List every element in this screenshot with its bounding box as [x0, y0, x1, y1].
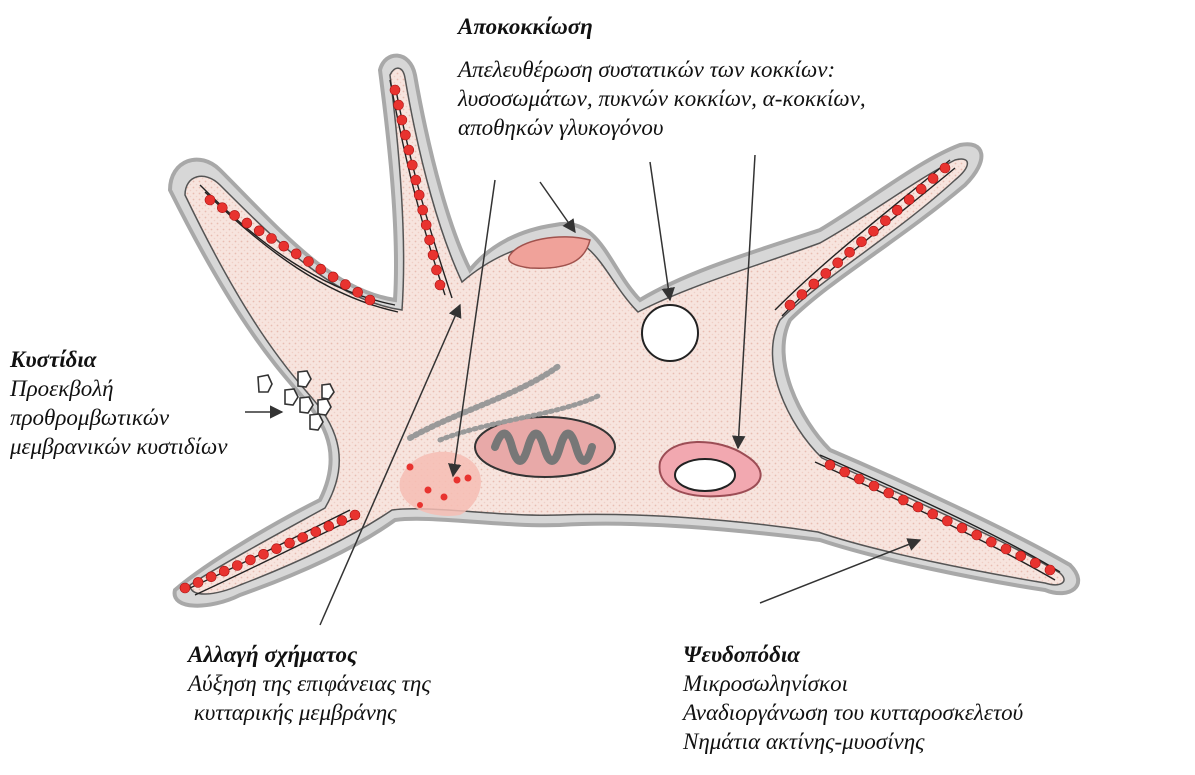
- pseudopodia-line-3: Νημάτια ακτίνης-μυοσίνης: [683, 727, 1023, 756]
- vesicles-line-1: Προεκβολή: [10, 374, 227, 403]
- microtubule-bead: [809, 279, 819, 289]
- microtubule-bead: [254, 226, 264, 236]
- microtubule-bead: [219, 566, 229, 576]
- vacuole-white: [675, 459, 735, 491]
- microtubule-bead: [1045, 565, 1055, 575]
- microtubule-bead: [913, 502, 923, 512]
- microtubule-bead: [869, 226, 879, 236]
- microtubule-bead: [400, 130, 410, 140]
- degranulation-line-2: λυσοσωμάτων, πυκνών κοκκίων, α-κοκκίων,: [458, 84, 866, 113]
- microtubule-bead: [845, 247, 855, 257]
- microtubule-bead: [840, 467, 850, 477]
- microtubule-bead: [785, 300, 795, 310]
- microtubule-bead: [217, 203, 227, 213]
- pseudopodia-line-2: Αναδιοργάνωση του κυτταροσκελετού: [683, 698, 1023, 727]
- microtubule-bead: [328, 272, 338, 282]
- degranulation-line-3: αποθηκών γλυκογόνου: [458, 113, 866, 142]
- microtubule-bead: [205, 195, 215, 205]
- pseudopodia-title: Ψευδοπόδια: [683, 640, 1023, 669]
- microtubule-bead: [1001, 544, 1011, 554]
- microtubule-bead: [1030, 558, 1040, 568]
- degranulation-title: Αποκοκκίωση: [458, 12, 866, 41]
- vesicles-line-3: μεμβρανικών κυστιδίων: [10, 432, 227, 461]
- microtubule-bead: [928, 174, 938, 184]
- microtubule-bead: [421, 220, 431, 230]
- microtubule-bead: [350, 510, 360, 520]
- microtubule-bead: [232, 561, 242, 571]
- release-vesicle: [642, 305, 698, 361]
- microtubule-bead: [242, 218, 252, 228]
- shape-change-line-2: κυτταρικής μεμβράνης: [188, 698, 431, 727]
- microtubule-bead: [311, 527, 321, 537]
- vesicles-line-2: προθρομβωτικών: [10, 403, 227, 432]
- microtubule-bead: [428, 250, 438, 260]
- microtubule-bead: [898, 495, 908, 505]
- label-degranulation: Αποκοκκίωση Απελευθέρωση συστατικών των …: [458, 12, 866, 142]
- microtubule-bead: [854, 474, 864, 484]
- microtubule-bead: [394, 100, 404, 110]
- shape-change-title: Αλλαγή σχήματος: [188, 640, 431, 669]
- shape-change-line-1: Αύξηση της επιφάνειας της: [188, 669, 431, 698]
- microtubule-bead: [407, 160, 417, 170]
- label-shape-change: Αλλαγή σχήματος Αύξηση της επιφάνειας τη…: [188, 640, 431, 727]
- microtubule-bead: [857, 237, 867, 247]
- microtubule-bead: [259, 549, 269, 559]
- microtubule-bead: [986, 537, 996, 547]
- label-pseudopodia: Ψευδοπόδια Μικροσωληνίσκοι Αναδιοργάνωση…: [683, 640, 1023, 756]
- microtubule-bead: [206, 572, 216, 582]
- microtubule-bead: [942, 516, 952, 526]
- microtubule-bead: [432, 265, 442, 275]
- microtubule-bead: [316, 264, 326, 274]
- microtubule-bead: [340, 280, 350, 290]
- microtubule-bead: [324, 521, 334, 531]
- microtubule-bead: [291, 249, 301, 259]
- microtubule-bead: [285, 538, 295, 548]
- microtubule-bead: [353, 287, 363, 297]
- microtubule-bead: [869, 481, 879, 491]
- microtubule-bead: [279, 241, 289, 251]
- microtubule-bead: [404, 145, 414, 155]
- microtubule-bead: [957, 523, 967, 533]
- microtubule-bead: [435, 280, 445, 290]
- microtubule-bead: [972, 530, 982, 540]
- vesicles-title: Κυστίδια: [10, 345, 227, 374]
- microtubule-bead: [880, 216, 890, 226]
- microtubule-bead: [821, 268, 831, 278]
- microtubule-bead: [825, 460, 835, 470]
- microtubule-bead: [298, 533, 308, 543]
- microtubule-bead: [414, 190, 424, 200]
- microtubule-bead: [337, 516, 347, 526]
- microtubule-bead: [797, 290, 807, 300]
- microtubule-bead: [833, 258, 843, 268]
- microtubule-bead: [418, 205, 428, 215]
- microtubule-bead: [892, 205, 902, 215]
- microtubule-bead: [411, 175, 421, 185]
- microtubule-bead: [230, 210, 240, 220]
- microtubule-bead: [904, 195, 914, 205]
- microtubule-bead: [397, 115, 407, 125]
- microtubule-bead: [245, 555, 255, 565]
- microtubule-bead: [916, 184, 926, 194]
- label-vesicles: Κυστίδια Προεκβολή προθρομβωτικών μεμβρα…: [10, 345, 227, 461]
- microtubule-bead: [365, 295, 375, 305]
- microtubule-bead: [272, 544, 282, 554]
- microtubule-bead: [180, 583, 190, 593]
- microtubule-bead: [390, 85, 400, 95]
- microtubule-bead: [304, 257, 314, 267]
- microtubule-bead: [940, 163, 950, 173]
- microtubule-bead: [425, 235, 435, 245]
- microtubule-bead: [928, 509, 938, 519]
- microtubule-bead: [267, 234, 277, 244]
- microtubule-bead: [1016, 551, 1026, 561]
- microtubule-bead: [884, 488, 894, 498]
- microtubule-bead: [193, 577, 203, 587]
- degranulation-line-1: Απελευθέρωση συστατικών των κοκκίων:: [458, 55, 866, 84]
- pseudopodia-line-1: Μικροσωληνίσκοι: [683, 669, 1023, 698]
